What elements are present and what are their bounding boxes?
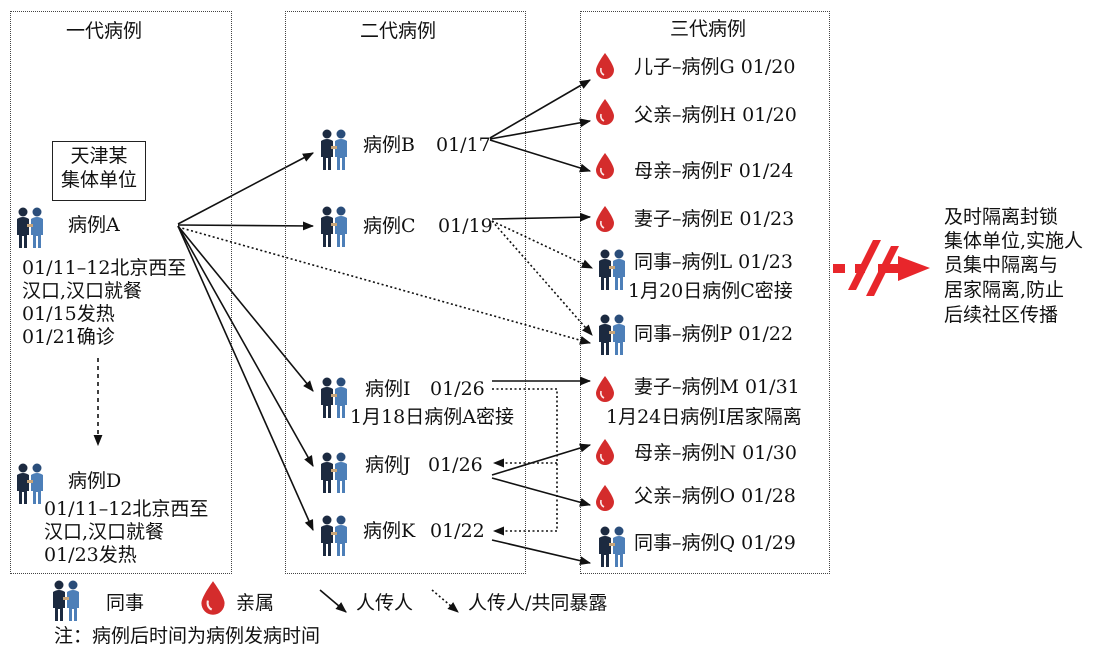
caseJ-label: 病例J bbox=[365, 454, 411, 476]
edge-I-JK-bracket bbox=[492, 388, 558, 531]
caseI-note: 1月18日病例A密接 bbox=[350, 406, 514, 428]
caseD-detail-2: 汉口,汉口就餐 bbox=[44, 521, 165, 543]
caseM-note: 1月24日病例I居家隔离 bbox=[606, 406, 802, 428]
gen3-header: 三代病例 bbox=[670, 18, 747, 40]
gen3-box bbox=[580, 11, 830, 574]
caseB-label: 病例B bbox=[363, 134, 415, 156]
action-line-2: 集体单位,实施人 bbox=[944, 230, 1084, 252]
caseJ-date: 01/26 bbox=[428, 454, 483, 476]
unit-line2: 集体单位 bbox=[60, 169, 137, 191]
legend-h2h-common-arrow bbox=[431, 589, 459, 613]
caseA-detail-2: 汉口,汉口就餐 bbox=[22, 280, 143, 302]
caseL-note: 1月20日病例C密接 bbox=[628, 280, 793, 302]
caseC-label: 病例C bbox=[363, 215, 416, 237]
caseD-detail-3: 01/23发热 bbox=[44, 544, 137, 566]
caseI-date: 01/26 bbox=[430, 378, 485, 400]
caseO-label: 父亲–病例O 01/28 bbox=[634, 485, 796, 507]
action-line-3: 员集中隔离与 bbox=[944, 254, 1059, 276]
caseH-label: 父亲–病例H 01/20 bbox=[634, 104, 797, 126]
edge-A-J bbox=[177, 225, 314, 467]
edge-B-H bbox=[489, 118, 592, 140]
edge-A-B bbox=[177, 152, 314, 225]
caseL-label: 同事–病例L 01/23 bbox=[634, 251, 793, 273]
caseA-detail-4: 01/21确诊 bbox=[22, 326, 115, 348]
caseP-label: 同事–病例P 01/22 bbox=[634, 323, 794, 345]
caseM-label: 妻子–病例M 01/31 bbox=[634, 376, 800, 398]
legend-relative-label: 亲属 bbox=[236, 592, 275, 614]
edge-B-G bbox=[489, 79, 591, 139]
legend-h2h-label: 人传人 bbox=[356, 592, 414, 614]
unit-line1: 天津某 bbox=[70, 145, 128, 167]
footnote: 注：病例后时间为病例发病时间 bbox=[54, 625, 321, 647]
action-line-4: 居家隔离,防止 bbox=[944, 279, 1065, 301]
caseQ-label: 同事–病例Q 01/29 bbox=[634, 532, 796, 554]
caseE-label: 妻子–病例E 01/23 bbox=[634, 208, 795, 230]
caseG-label: 儿子–病例G 01/20 bbox=[634, 56, 796, 78]
gen1-header: 一代病例 bbox=[66, 20, 143, 42]
edge-B-F bbox=[489, 139, 592, 173]
caseA-detail-3: 01/15发热 bbox=[22, 303, 115, 325]
action-line-5: 后续社区传播 bbox=[944, 304, 1059, 326]
edge-A-C bbox=[177, 221, 315, 231]
caseC-date: 01/19 bbox=[438, 215, 493, 237]
gen2-box bbox=[285, 11, 526, 574]
break-arrow-icon bbox=[833, 240, 930, 296]
edge-J-N bbox=[491, 443, 592, 476]
unit-box: 天津某 集体单位 bbox=[52, 141, 146, 201]
edge-C-P bbox=[491, 220, 593, 336]
legend-h2h-common-label: 人传人/共同暴露 bbox=[468, 592, 608, 614]
caseA-label: 病例A bbox=[68, 214, 120, 236]
caseD-detail-1: 01/11–12北京西至 bbox=[44, 498, 209, 520]
caseF-label: 母亲–病例F 01/24 bbox=[634, 160, 794, 182]
edge-A-I bbox=[177, 225, 314, 392]
legend-colleague-label: 同事 bbox=[106, 592, 145, 614]
caseD-label: 病例D bbox=[68, 470, 122, 492]
caseA-detail-1: 01/11–12北京西至 bbox=[22, 257, 187, 279]
caseN-label: 母亲–病例N 01/30 bbox=[634, 442, 797, 464]
legend-h2h-arrow bbox=[319, 589, 347, 613]
caseI-label: 病例I bbox=[365, 378, 411, 400]
caseK-date: 01/22 bbox=[430, 520, 485, 542]
caseK-label: 病例K bbox=[363, 520, 416, 542]
edge-A-K bbox=[177, 225, 314, 532]
edge-A-P bbox=[177, 226, 592, 345]
edge-K-Q bbox=[491, 539, 592, 566]
edge-J-O bbox=[491, 477, 592, 507]
edge-C-E bbox=[491, 212, 592, 222]
gen2-header: 二代病例 bbox=[360, 20, 437, 42]
caseB-date: 01/17 bbox=[436, 134, 491, 156]
edge-C-L bbox=[491, 220, 594, 269]
action-line-1: 及时隔离封锁 bbox=[944, 206, 1059, 228]
